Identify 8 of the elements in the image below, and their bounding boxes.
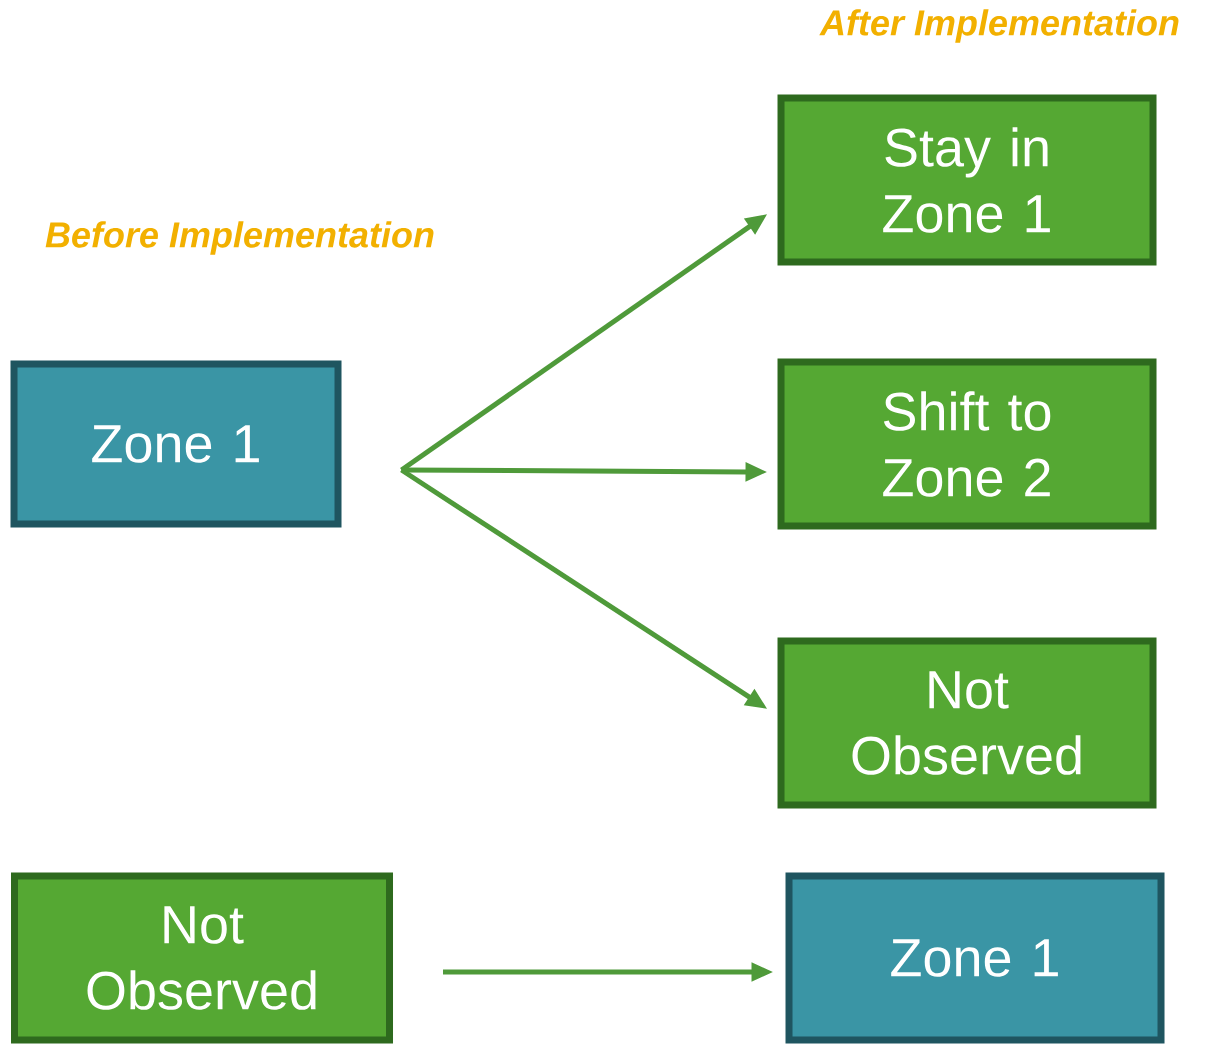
process-box: Not Observed — [11, 872, 393, 1044]
heading: After Implementation — [819, 9, 1179, 43]
heading: Before Implementation — [45, 221, 434, 255]
process-box: Zone 1 — [10, 360, 342, 528]
process-box: Shift to Zone 2 — [777, 358, 1157, 530]
process-box: Stay in Zone 1 — [777, 94, 1157, 266]
process-box: Not Observed — [777, 637, 1157, 809]
process-box: Zone 1 — [785, 872, 1165, 1044]
